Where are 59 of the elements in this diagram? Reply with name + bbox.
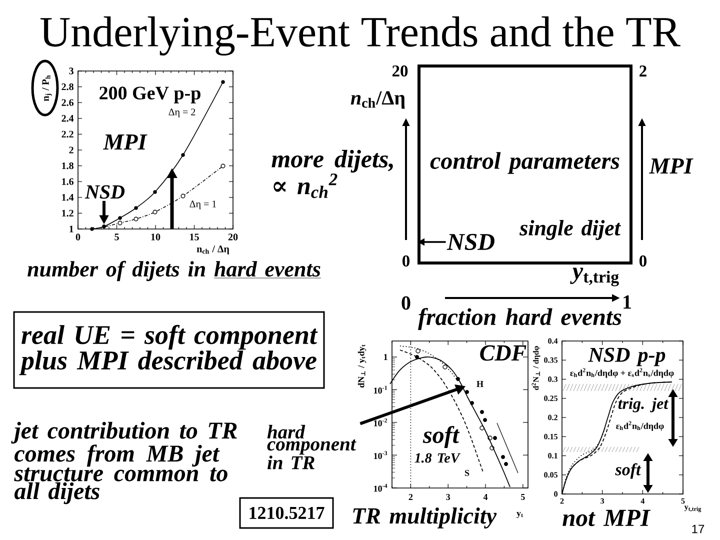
formula-text: ε$_{h}$d$^{2}$n$_{h}$/dηdφ + ε$_{s}$d$^{2}$n$_{s}$/dηdφ: [570, 368, 674, 378]
tick-label: 0.1: [548, 453, 558, 458]
axis-title: n$_{ch}$/Δη: [350, 91, 405, 109]
tick-label: 10$^{-2}$: [374, 418, 388, 426]
axis-title: fraction hard events: [418, 308, 622, 330]
tick-label: 1: [70, 226, 74, 232]
axis-title: y$_{t,trig}$: [570, 268, 619, 286]
axis-value: 2: [640, 66, 646, 76]
tick-label: 2.4: [62, 115, 74, 122]
caption-text: TR multiplicity: [353, 508, 497, 528]
tick-label: 2: [69, 146, 74, 154]
tick-label: 2: [560, 498, 564, 504]
plot-title: NSD p-p: [588, 348, 666, 366]
tick-label: 0.15: [544, 434, 558, 440]
tick-label: 4: [640, 498, 645, 504]
tick-label: 1.8: [62, 162, 74, 170]
tick-label: 0.4: [548, 338, 558, 344]
caption-text: number of dijets in hard events: [28, 260, 322, 282]
axis-value: 1: [624, 295, 631, 309]
tick-label: 5: [521, 494, 525, 500]
tick-label: 3: [69, 68, 74, 74]
caption-text: not MPI: [562, 510, 651, 526]
tick-label: 1: [384, 354, 388, 360]
tick-label: 0: [76, 234, 80, 240]
axis-value: 0: [640, 255, 646, 267]
tick-label: 0: [554, 491, 558, 497]
tick-label: 10$^{-4}$: [374, 484, 388, 492]
tick-label: 0.05: [544, 472, 558, 478]
slide-title: Underlying-Event Trends and the TR: [40, 16, 680, 56]
tick-label: 15: [190, 234, 199, 240]
tick-label: 1.4: [62, 194, 74, 201]
axis-title: y$_{t}$: [516, 512, 523, 518]
curve-label: S: [464, 470, 470, 476]
axis-title: n$_{ch}$ / Δη: [196, 246, 229, 254]
tick-label: 1.6: [62, 178, 74, 185]
axis-title: dN$_{⊥}$ / y$_{t}$dy$_{t}$: [358, 344, 366, 388]
tick-label: 0.2: [548, 414, 558, 420]
page-number: 17: [692, 524, 704, 534]
tick-label: 2.2: [62, 130, 74, 138]
tick-label: 20: [228, 234, 238, 240]
axis-title: n$_{j}$ / P$_{h}$: [42, 75, 52, 102]
tick-label: 2.8: [62, 83, 74, 90]
tick-label: 3: [600, 498, 604, 504]
tick-label: 10: [151, 234, 160, 240]
axis-value: 20: [392, 65, 408, 77]
axis-value: 0: [402, 255, 410, 267]
tick-label: 2.6: [62, 99, 74, 106]
tick-label: 0.3: [548, 376, 558, 382]
tick-label: 0.35: [544, 357, 558, 363]
tick-label: 0.25: [544, 396, 558, 402]
tick-label: 5: [681, 498, 685, 504]
tick-label: 5: [114, 234, 119, 240]
note-text: jet contribution to TR comes from MB jet structure common to all dijets: [11, 422, 237, 504]
note-text: more dijets, ∝ n$_{ch}$2: [272, 150, 393, 198]
tick-label: 1.2: [62, 210, 74, 217]
axis-title: y$_{t,trig}$: [684, 506, 702, 512]
axis-title: MPI: [648, 158, 694, 174]
axis-value: 0: [402, 296, 410, 310]
axis-title: d$^{2}$N$_{⊥}$ / dηdφ: [532, 346, 540, 390]
